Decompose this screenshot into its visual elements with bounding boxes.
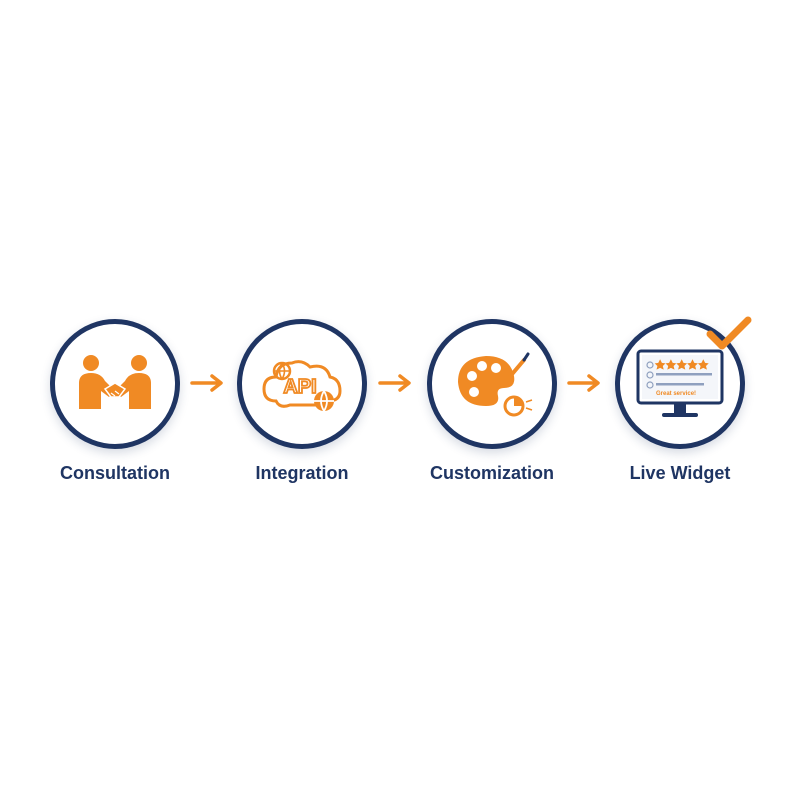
step-circle: Great service! xyxy=(615,316,752,449)
api-cloud-icon: API xyxy=(262,360,342,412)
palette-icon xyxy=(458,352,533,417)
step-label: Live Widget xyxy=(629,463,731,483)
arrow-right-icon xyxy=(190,374,223,392)
step-live-widget: Great service! Live Widget xyxy=(590,316,770,484)
handshake-icon xyxy=(79,355,151,409)
monitor-review-icon: Great service! xyxy=(636,349,724,417)
step-integration: API Integration xyxy=(212,319,392,484)
step-consultation: Consultation xyxy=(25,319,205,484)
step-label: Customization xyxy=(430,463,554,483)
step-circle xyxy=(427,319,557,449)
arrow-right-icon xyxy=(567,374,600,392)
api-text: API xyxy=(283,376,316,398)
checkmark-icon xyxy=(706,316,752,350)
step-label: Integration xyxy=(255,463,349,483)
rating-stars xyxy=(654,359,709,370)
step-circle xyxy=(50,319,180,449)
step-label: Consultation xyxy=(60,463,170,483)
arrow-right-icon xyxy=(378,374,411,392)
review-text: Great service! xyxy=(656,391,696,397)
step-customization: Customization xyxy=(402,319,582,484)
step-circle: API xyxy=(237,319,367,449)
